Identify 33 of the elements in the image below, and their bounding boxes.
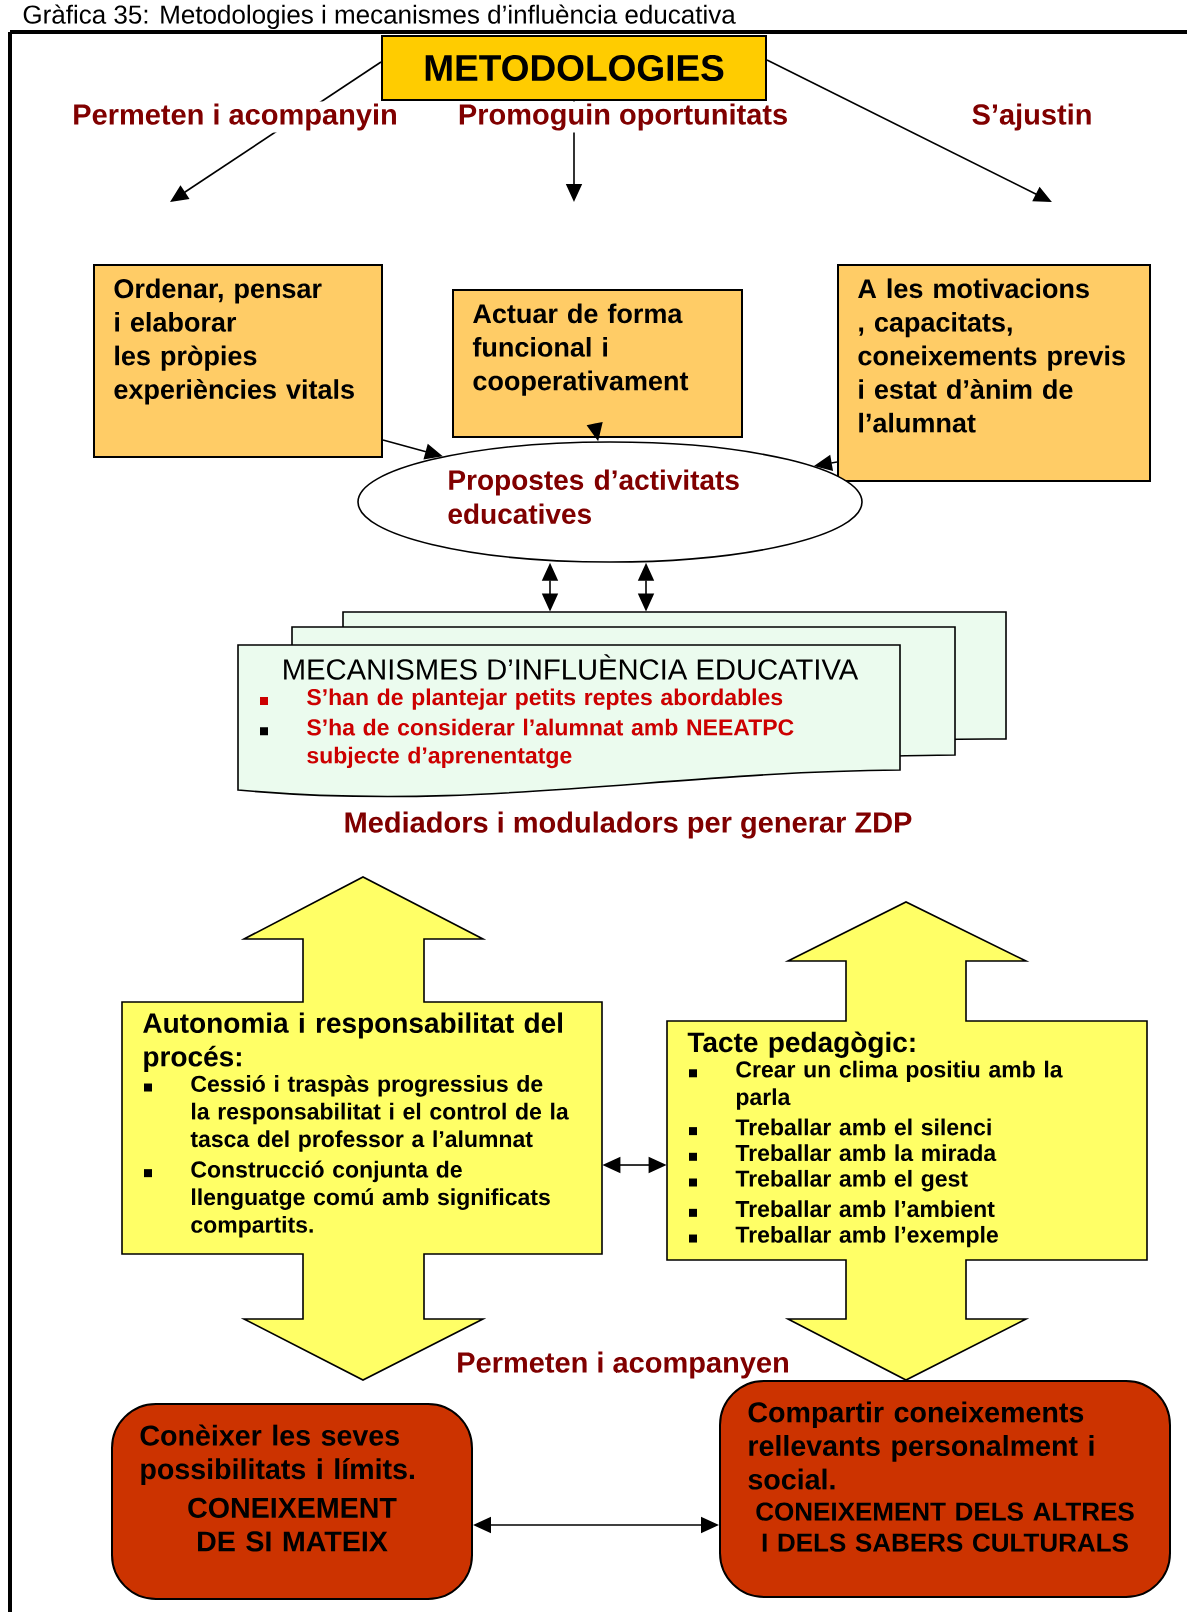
box-text: Conèixer les seves possibilitats i límits. xyxy=(140,1424,414,1485)
heading: MECANISMES D’INFLUÈNCIA EDUCATIVA xyxy=(284,654,859,680)
bullet-item: Treballar amb el silenci xyxy=(735,1118,991,1136)
bullet-item: Treballar amb la mirada xyxy=(735,1144,997,1162)
bullet-item: Treballar amb l’exemple xyxy=(735,1225,998,1248)
box-text: CONEIXEMENT DELS ALTRES I DELS SABERS CULTURALS xyxy=(756,1502,1134,1552)
bullet-item: Construcció conjunta de llenguatge comú amb significats compartits. xyxy=(191,1160,550,1238)
box-text: CONEIXEMENT DE SI MATEIX xyxy=(188,1497,397,1552)
text-box: Ordenar, pensar i elaborar les pròpies experiències vitals xyxy=(93,264,383,458)
text-box: Actuar de forma funcional i cooperativament xyxy=(452,289,743,438)
edge-label: Promoguin oportunitats xyxy=(455,101,791,133)
box-text: Compartir coneixements rellevants personalment i social. xyxy=(748,1401,1094,1490)
heading-box: METODOLOGIES xyxy=(381,35,767,101)
arrow xyxy=(766,59,1052,202)
edge-label: S’ajustin xyxy=(969,101,1095,133)
heading: Tacte pedagògic: xyxy=(687,1031,915,1058)
heading: Autonomia i responsabilitat del procés: xyxy=(143,1012,562,1073)
edge-label: Permeten i acompanyin xyxy=(70,101,400,133)
bullet-item: Treballar amb l’ambient xyxy=(735,1200,995,1218)
note-text: Permeten i acompanyen xyxy=(458,1351,788,1379)
bullet-item: S’han de plantejar petits reptes abordables xyxy=(307,688,783,710)
bullet-item: Crear un clima positiu amb la parla xyxy=(736,1060,1063,1110)
rounded-box xyxy=(111,1403,473,1600)
bullet-item: S’ha de considerar l’alumnat amb NEEATPC subjecte d’aprenentatge xyxy=(307,718,794,769)
bullet-item: Cessió i traspàs progressius de la responsabilitat i el control de la tasca del professor a l’alumnat xyxy=(190,1074,569,1152)
rounded-box xyxy=(719,1380,1171,1598)
double-arrow-box xyxy=(121,876,603,1381)
ellipse-node: Propostes d’activitats educatives xyxy=(357,441,863,563)
caption: Gràfica 35: Metodologies i mecanismes d’influència educativa xyxy=(23,4,736,29)
document-stack xyxy=(237,611,1007,798)
text-box: A les motivacions , capacitats, coneixements previs i estat d’ànim de l’alumnat xyxy=(837,264,1151,482)
bullet-item: Treballar amb el gest xyxy=(735,1169,968,1192)
note-text: Mediadors i moduladors per generar ZDP xyxy=(345,811,912,839)
